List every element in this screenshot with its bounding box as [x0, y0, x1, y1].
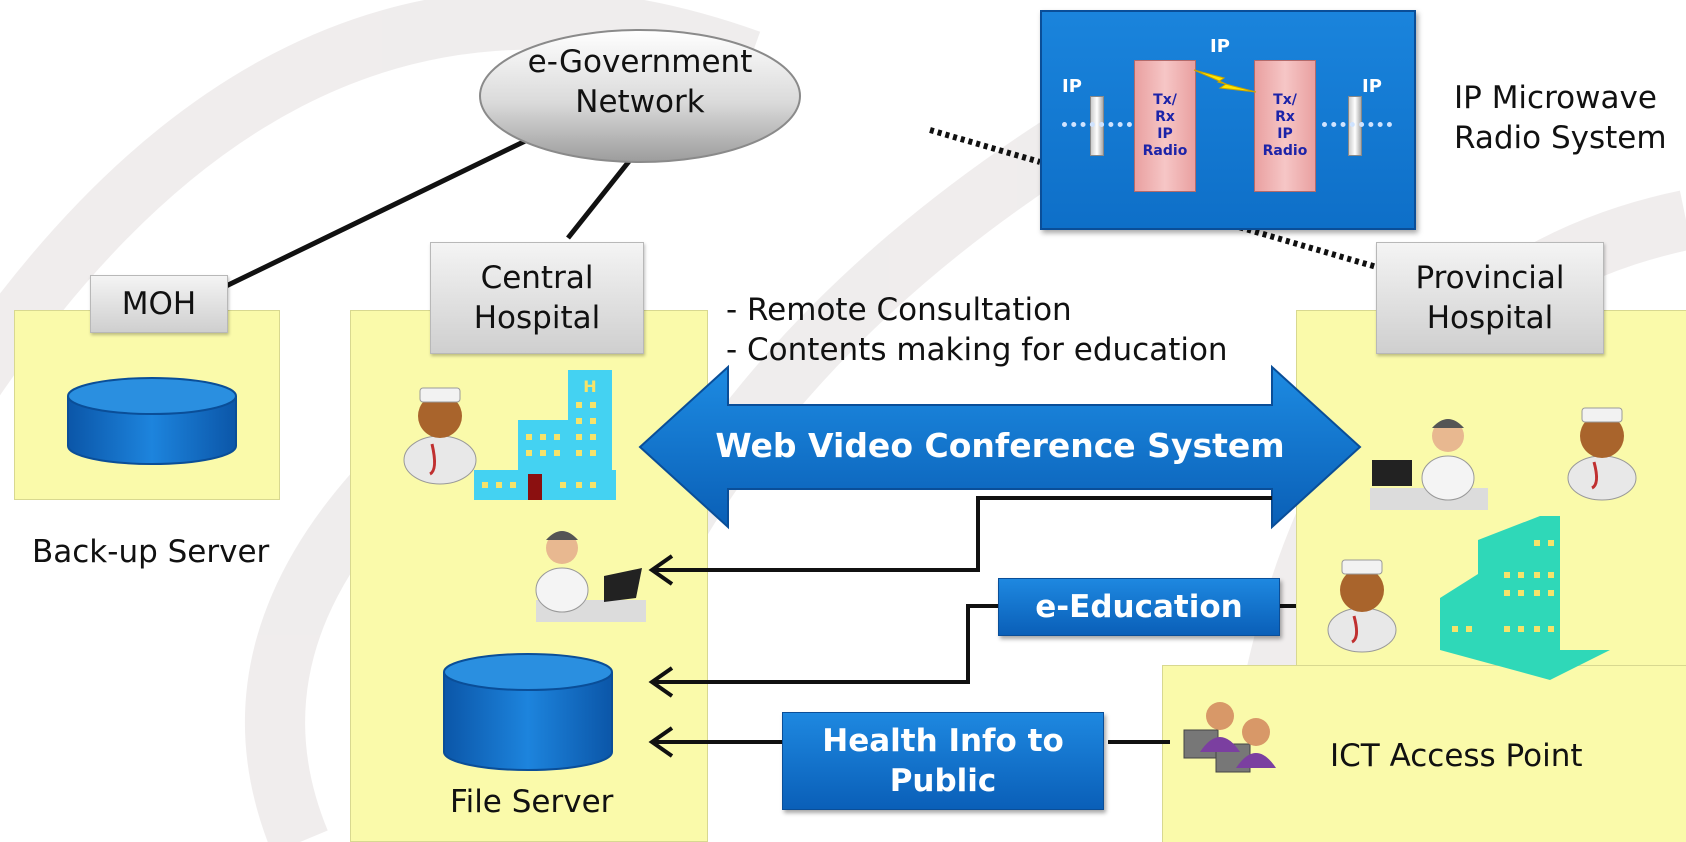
central-hospital-panel	[350, 310, 708, 842]
file-server-caption: File Server	[450, 784, 614, 820]
backup-server-caption: Back-up Server	[32, 534, 270, 570]
ip-label-right: IP	[1362, 76, 1382, 97]
radio-left-line3: IP	[1157, 126, 1173, 142]
radio-left: Tx/ Rx IP Radio	[1134, 60, 1196, 192]
radio-right-line1: Tx/	[1273, 92, 1297, 108]
ip-microwave-radio-box: IP IP IP Tx/ Rx IP Radio Tx/ Rx IP Radio	[1040, 10, 1416, 230]
central-tab-line2: Hospital	[473, 300, 601, 336]
moh-tab: MOH	[90, 275, 228, 333]
ict-access-point-caption: ICT Access Point	[1330, 738, 1583, 774]
moh-panel	[14, 310, 280, 500]
provincial-hospital-tab: Provincial Hospital	[1376, 242, 1604, 354]
cable-left	[1062, 122, 1132, 127]
microwave-caption-line2: Radio System	[1454, 120, 1667, 156]
provincial-tab-line2: Hospital	[1426, 300, 1554, 336]
radio-left-line4: Radio	[1142, 143, 1188, 159]
health-info-line1: Health Info to	[822, 723, 1064, 759]
health-info-box: Health Info to Public	[782, 712, 1104, 810]
central-hospital-tab: Central Hospital	[430, 242, 644, 354]
network-label: e-Government Network	[490, 42, 790, 122]
e-education-box: e-Education	[998, 578, 1280, 636]
service-contents-making: - Contents making for education	[726, 332, 1228, 368]
radio-right: Tx/ Rx IP Radio	[1254, 60, 1316, 192]
ip-label-top: IP	[1210, 36, 1230, 57]
service-remote-consultation: - Remote Consultation	[726, 292, 1072, 328]
e-education-label: e-Education	[1035, 589, 1243, 625]
cable-right	[1322, 122, 1392, 127]
ip-label-left: IP	[1062, 76, 1082, 97]
network-label-line1: e-Government	[527, 44, 753, 80]
radio-right-line2: Rx	[1275, 109, 1295, 125]
provincial-tab-line1: Provincial	[1415, 260, 1565, 296]
radio-right-line4: Radio	[1262, 143, 1308, 159]
health-info-line2: Public	[889, 763, 997, 799]
service-list: - Remote Consultation - Contents making …	[726, 290, 1228, 370]
provincial-hospital-panel	[1296, 310, 1686, 672]
radio-right-line3: IP	[1277, 126, 1293, 142]
conference-label: Web Video Conference System	[715, 426, 1285, 465]
central-tab-line1: Central	[480, 260, 594, 296]
network-label-line2: Network	[575, 84, 705, 120]
microwave-caption: IP Microwave Radio System	[1454, 78, 1667, 158]
lightning-icon	[1193, 69, 1257, 93]
radio-left-line2: Rx	[1155, 109, 1175, 125]
microwave-caption-line1: IP Microwave	[1454, 80, 1657, 116]
moh-tab-label: MOH	[121, 286, 197, 322]
radio-left-line1: Tx/	[1153, 92, 1177, 108]
